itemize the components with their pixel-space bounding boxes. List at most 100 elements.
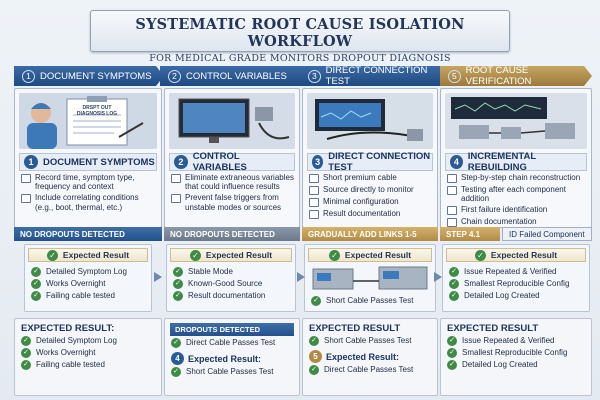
sub-result-heading: 5 Expected Result: bbox=[303, 348, 437, 365]
result-item: ✓Detailed Symptom Log bbox=[31, 267, 145, 277]
result-item: ✓Works Overnight bbox=[21, 348, 155, 358]
result-item: ✓Short Cable Passes Test bbox=[309, 336, 431, 346]
phase-column-4: 4 INCREMENTAL REBUILDING Step-by-step ch… bbox=[440, 88, 592, 228]
result-item: ✓Direct Cable Passes Test bbox=[309, 365, 431, 375]
check-icon: ✓ bbox=[171, 367, 181, 377]
phase-number: 2 bbox=[174, 155, 188, 169]
phase-label: DOCUMENT SYMPTOMS bbox=[43, 156, 155, 168]
test-devices-illustration bbox=[312, 266, 428, 290]
check-icon: ✓ bbox=[447, 336, 457, 346]
result-header: ✓Expected Result bbox=[28, 248, 148, 262]
lower-result-1: EXPECTED RESULT: ✓Detailed Symptom Log ✓… bbox=[14, 318, 162, 396]
arrow-right-icon bbox=[434, 272, 442, 282]
result-item: ✓Short Cable Passes Test bbox=[171, 367, 293, 377]
checkbox-icon bbox=[309, 186, 319, 195]
bullet-item: Result documentation bbox=[309, 209, 433, 219]
step-number-badge: 5 bbox=[309, 350, 322, 363]
checkbox-icon bbox=[309, 198, 319, 207]
checkbox-icon bbox=[447, 206, 457, 216]
check-icon: ✓ bbox=[21, 360, 31, 370]
result-item: ✓Short Cable Passes Test bbox=[311, 296, 429, 306]
phase-title-2: 2 CONTROL VARIABLES bbox=[169, 151, 295, 173]
bullet-item: Prevent false triggers from unstable mod… bbox=[171, 193, 295, 212]
check-icon: ✓ bbox=[46, 249, 58, 261]
technician-clipboard-illustration bbox=[19, 93, 157, 149]
bullet-item: Short premium cable bbox=[309, 173, 433, 183]
step-bar-1: 1 DOCUMENT SYMPTOMS bbox=[14, 66, 164, 86]
lower-result-heading: EXPECTED RESULT bbox=[447, 323, 539, 334]
checkbox-icon bbox=[447, 218, 457, 228]
result-item: ✓Smallest Reproducible Config bbox=[447, 348, 585, 358]
illustration-technician: DRSPT OUT DIAGNOSIS LOG bbox=[19, 93, 157, 149]
illustration-monitor bbox=[169, 93, 295, 149]
step-bar-2: 2 CONTROL VARIABLES bbox=[160, 66, 310, 86]
bullet-item: Chain documentation bbox=[447, 217, 587, 228]
step-number: 1 bbox=[22, 70, 35, 83]
step-bar-3: 3 DIRECT CONNECTION TEST bbox=[300, 66, 450, 86]
status-ribbon-2: NO DROPOUTS DETECTED bbox=[164, 227, 300, 241]
phase-title-3: 3 DIRECT CONNECTION TEST bbox=[307, 151, 433, 173]
phase-label: CONTROL VARIABLES bbox=[192, 151, 247, 173]
check-icon: ✓ bbox=[31, 267, 41, 277]
result-item: ✓Detailed Log Created bbox=[447, 360, 585, 370]
step-label: CONTROL VARIABLES bbox=[186, 70, 287, 82]
check-icon: ✓ bbox=[21, 348, 31, 358]
step-label: DIRECT CONNECTION TEST bbox=[325, 65, 428, 87]
phase-column-3: 3 DIRECT CONNECTION TEST Short premium c… bbox=[302, 88, 438, 228]
check-icon: ✓ bbox=[173, 267, 183, 277]
result-item: ✓Known-Good Source bbox=[173, 279, 289, 289]
lower-result-4: EXPECTED RESULT ✓Issue Repeated & Verifi… bbox=[440, 318, 592, 396]
step-label: ROOT CAUSE VERIFICATION bbox=[465, 65, 532, 87]
arrow-right-icon bbox=[297, 272, 305, 282]
phase-title-4: 4 INCREMENTAL REBUILDING bbox=[445, 151, 587, 173]
sub-result-heading: 4 Expected Result: bbox=[165, 350, 299, 367]
illustration-direct-connection bbox=[307, 93, 433, 149]
result-item: ✓Result documentation bbox=[173, 291, 289, 301]
phase-title-1: 1 DOCUMENT SYMPTOMS bbox=[19, 153, 157, 171]
phase-number: 3 bbox=[312, 155, 324, 169]
bullet-item: Minimal configuration bbox=[309, 197, 433, 207]
bullet-item: Include correlating conditions (e.g., bo… bbox=[21, 193, 157, 212]
monitor-illustration bbox=[169, 93, 295, 149]
checkbox-icon bbox=[447, 174, 457, 183]
expected-result-4: ✓Expected Result ✓Issue Repeated & Verif… bbox=[442, 244, 590, 312]
check-icon: ✓ bbox=[309, 365, 319, 375]
checkbox-icon bbox=[21, 174, 31, 183]
lower-result-2: DROPOUTS DETECTED ✓Direct Cable Passes T… bbox=[164, 318, 300, 396]
check-icon: ✓ bbox=[173, 291, 183, 301]
step-label: DOCUMENT SYMPTOMS bbox=[40, 70, 152, 82]
check-icon: ✓ bbox=[309, 336, 319, 346]
checkbox-icon bbox=[171, 194, 181, 204]
check-icon: ✓ bbox=[449, 291, 459, 301]
check-icon: ✓ bbox=[21, 336, 31, 346]
phase-column-1: DRSPT OUT DIAGNOSIS LOG 1 DOCUMENT SYMPT… bbox=[14, 88, 162, 228]
page-subtitle: FOR MEDICAL GRADE MONITORS DROPOUT DIAGN… bbox=[149, 53, 451, 64]
dropouts-detected-badge: DROPOUTS DETECTED bbox=[170, 323, 294, 336]
arrow-right-icon bbox=[154, 272, 162, 282]
lower-result-3: EXPECTED RESULT ✓Short Cable Passes Test… bbox=[302, 318, 438, 396]
failed-component-badge: ID Failed Component bbox=[502, 227, 592, 241]
check-icon: ✓ bbox=[449, 279, 459, 289]
check-icon: ✓ bbox=[189, 249, 201, 261]
check-icon: ✓ bbox=[311, 296, 321, 306]
check-icon: ✓ bbox=[173, 279, 183, 289]
check-icon: ✓ bbox=[31, 279, 41, 289]
rebuild-chain-illustration bbox=[445, 93, 587, 149]
expected-result-2: ✓Expected Result ✓Stable Mode ✓Known-Goo… bbox=[166, 244, 296, 312]
phase-column-2: 2 CONTROL VARIABLES Eliminate extraneous… bbox=[164, 88, 300, 228]
page-title: SYSTEMATIC ROOT CAUSE ISOLATION WORKFLOW bbox=[135, 16, 465, 50]
result-header: ✓Expected Result bbox=[308, 248, 432, 262]
lower-result-heading: EXPECTED RESULT: bbox=[21, 323, 115, 334]
check-icon: ✓ bbox=[31, 291, 41, 301]
result-header: ✓Expected Result bbox=[170, 248, 292, 262]
result-item: ✓Stable Mode bbox=[173, 267, 289, 277]
step-number: 5 bbox=[448, 70, 461, 83]
bullet-item: First failure identification bbox=[447, 205, 587, 216]
phase-bullets-2: Eliminate extraneous variables that coul… bbox=[171, 173, 295, 214]
checkbox-icon bbox=[171, 174, 181, 183]
result-item: ✓Direct Cable Passes Test bbox=[171, 338, 293, 348]
check-icon: ✓ bbox=[474, 249, 486, 261]
direct-connection-illustration bbox=[307, 93, 433, 149]
check-icon: ✓ bbox=[447, 348, 457, 358]
result-item: ✓Failing cable tested bbox=[21, 360, 155, 370]
